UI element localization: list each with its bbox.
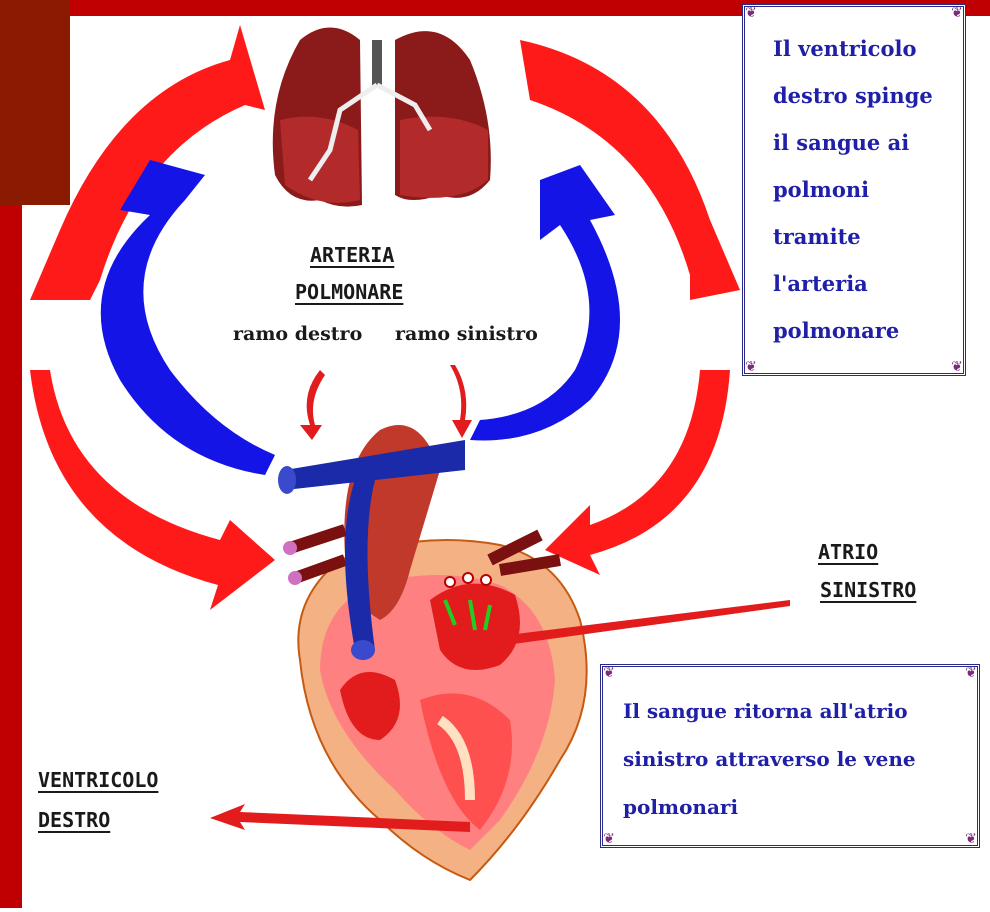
label-sinistro: SINISTRO [820,578,916,602]
ornament-icon: ❦ [963,831,979,847]
artery-opening-heart [351,640,375,660]
ornament-icon: ❦ [949,359,965,375]
info-top-line: polmoni [773,166,933,213]
label-destro: DESTRO [38,808,110,832]
right-lung-shade [400,117,488,198]
info-top-line: l'arteria [773,260,933,307]
ornament-icon: ❦ [963,665,979,681]
info-box-bottom: ❦ ❦ ❦ ❦ Il sangue ritorna all'atrio sini… [600,664,980,848]
pointer-ramo-sinistro [450,365,472,438]
label-atrio: ATRIO [818,540,878,564]
pulmonary-veins-right [490,535,560,570]
pulmonary-vein-opening-3 [481,575,491,585]
label-atrio-line2: SINISTRO [820,578,916,602]
pointer-ramo-destro [300,370,325,440]
label-ramo-destro: ramo destro [233,323,362,345]
label-atrio-line1: ATRIO [818,540,878,564]
info-bottom-line: polmonari [623,783,916,831]
trachea [372,40,382,85]
label-ventricolo-line2: DESTRO [38,808,110,832]
info-box-top-text: Il ventricolo destro spinge il sangue ai… [773,25,933,354]
ornament-icon: ❦ [743,5,759,21]
slide-corner-block [0,0,70,205]
info-box-bottom-text: Il sangue ritorna all'atrio sinistro att… [623,687,916,831]
vein-end-2 [288,571,302,585]
info-box-top: ❦ ❦ ❦ ❦ Il ventricolo destro spinge il s… [742,4,966,376]
pulmonary-vein-opening-1 [445,577,455,587]
label-ramo-sinistro: ramo sinistro [395,323,538,345]
ornament-icon: ❦ [601,665,617,681]
info-top-line: destro spinge [773,72,933,119]
ornament-icon: ❦ [601,831,617,847]
info-bottom-line: Il sangue ritorna all'atrio [623,687,916,735]
info-top-line: Il ventricolo [773,25,933,72]
pulmonary-vein-opening-2 [463,573,473,583]
blue-arrow-right [470,165,620,441]
ornament-icon: ❦ [949,5,965,21]
red-arrow-top-right [520,40,740,300]
info-top-line: tramite [773,213,933,260]
label-arteria-line1: ARTERIA [310,243,394,267]
blue-arrow-left [101,160,275,475]
label-arteria: ARTERIA [310,243,394,267]
vein-end-1 [283,541,297,555]
info-bottom-line: sinistro attraverso le vene [623,735,916,783]
label-arteria-line2: POLMONARE [295,280,403,304]
info-top-line: polmonare [773,307,933,354]
info-top-line: il sangue ai [773,119,933,166]
label-polmonare: POLMONARE [295,280,403,304]
ornament-icon: ❦ [743,359,759,375]
lungs [273,28,491,207]
label-ventricolo: VENTRICOLO [38,768,158,792]
label-ventricolo-line1: VENTRICOLO [38,768,158,792]
artery-opening-left [278,466,296,494]
